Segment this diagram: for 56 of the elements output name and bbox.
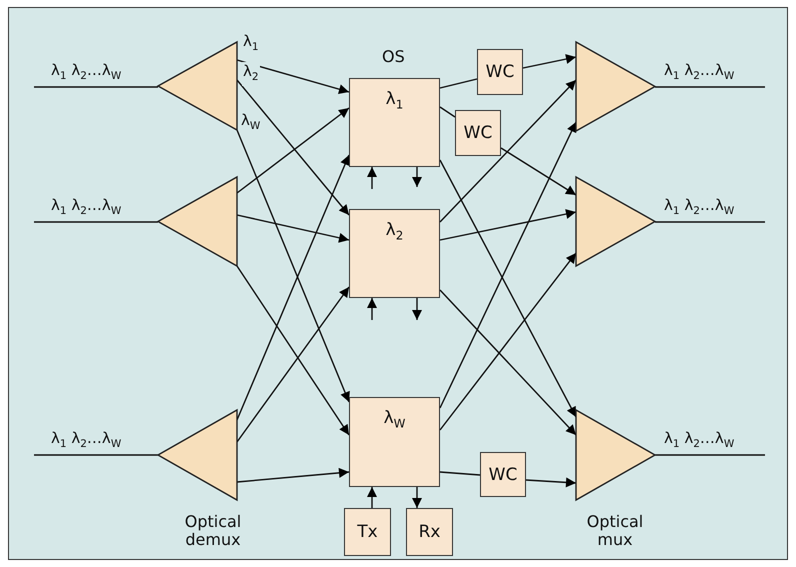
arrow	[440, 209, 576, 241]
box-label: Tx	[357, 522, 378, 542]
arrow	[236, 107, 350, 194]
switch-box	[349, 78, 440, 167]
converter-box	[477, 49, 523, 95]
arrow	[367, 167, 377, 189]
demux-triangle	[158, 410, 237, 500]
converter-box	[480, 452, 526, 497]
arrow	[522, 54, 576, 69]
arrow	[236, 214, 350, 243]
arrow	[439, 160, 577, 418]
mux-triangle	[576, 410, 655, 500]
arrow	[236, 59, 350, 94]
box-label: WC	[464, 123, 492, 143]
arrow	[236, 80, 350, 216]
fiber-line	[34, 454, 158, 456]
wavelength-label: λ$_{W}$	[384, 408, 406, 432]
fiber-line	[34, 86, 158, 88]
arrow	[500, 147, 576, 196]
arrow	[440, 80, 576, 222]
fiber-line	[655, 454, 765, 456]
arrow	[236, 286, 350, 442]
fiber-line	[440, 78, 478, 89]
demux-triangle	[158, 177, 237, 266]
wavelength-label: λ$_{1}$	[386, 89, 404, 114]
wavelength-label: λ$_{2}$	[386, 220, 404, 244]
arrow	[526, 477, 576, 488]
arrow	[367, 298, 377, 320]
arrow	[439, 122, 577, 408]
arrow	[412, 167, 422, 187]
arrow	[236, 468, 350, 483]
arrow	[412, 298, 422, 320]
fiber-line	[440, 471, 480, 476]
box-label: WC	[486, 62, 514, 82]
switch-box	[349, 209, 440, 298]
arrow	[439, 252, 577, 430]
fiber-line	[655, 86, 765, 88]
fiber-line	[34, 221, 158, 223]
arrow	[412, 487, 422, 508]
fiber-line	[440, 106, 456, 118]
mux-triangle	[576, 177, 655, 266]
fiber-line	[655, 221, 765, 223]
demux-triangle	[158, 42, 237, 130]
converter-box	[455, 110, 501, 156]
transmitter-box	[344, 508, 391, 556]
component-label: Optical mux	[586, 513, 644, 549]
mux-triangle	[576, 42, 655, 131]
box-label: WC	[488, 464, 518, 484]
arrow	[439, 290, 577, 436]
channel-label: λ$_{2}$	[242, 62, 260, 86]
switch-box	[349, 397, 440, 487]
component-label: Optical demux	[184, 513, 242, 549]
arrow	[236, 266, 350, 436]
receiver-box	[406, 508, 453, 556]
box-label: Rx	[418, 522, 440, 542]
arrow	[367, 487, 377, 508]
